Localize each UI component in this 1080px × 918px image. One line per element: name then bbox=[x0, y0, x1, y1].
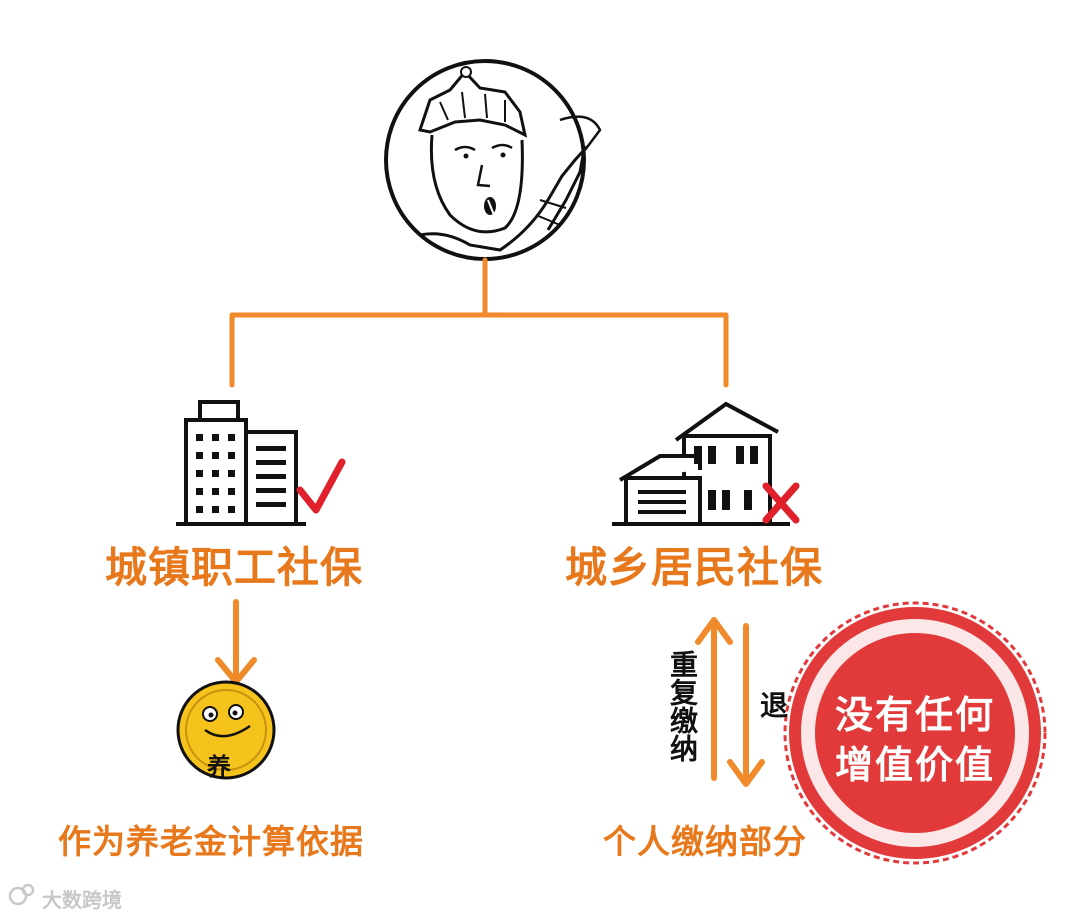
repeat-payment-label: 重复缴纳 bbox=[666, 650, 699, 762]
watermark-logo-icon bbox=[8, 883, 35, 906]
house-icon bbox=[612, 401, 790, 526]
refund-label: 退 bbox=[760, 689, 789, 722]
stamp-seal-icon bbox=[783, 601, 1047, 865]
watermark-text: 大数跨境 bbox=[42, 888, 122, 912]
pension-basis-text: 作为养老金计算依据 bbox=[58, 822, 364, 861]
repay-up-arrow bbox=[695, 617, 733, 781]
office-building-icon bbox=[176, 400, 306, 526]
check-mark-icon bbox=[296, 458, 346, 514]
coin-smiley-icon bbox=[176, 680, 276, 780]
refund-down-arrow bbox=[727, 623, 765, 787]
monk-portrait-icon bbox=[384, 59, 602, 261]
cross-mark-icon bbox=[762, 482, 800, 524]
urban-employee-social-security-title: 城镇职工社保 bbox=[105, 543, 364, 592]
urban-rural-resident-social-security-title: 城乡居民社保 bbox=[565, 543, 824, 592]
stamp-text: 没有任何 增值价值 bbox=[808, 690, 1022, 790]
tree-connector bbox=[229, 257, 729, 388]
coin-character: 养 bbox=[207, 753, 231, 781]
left-down-arrow bbox=[215, 599, 257, 685]
stamp-line-2: 增值价值 bbox=[834, 743, 995, 787]
stamp-line-1: 没有任何 bbox=[834, 693, 995, 737]
personal-contribution-text: 个人缴纳部分 bbox=[603, 822, 807, 861]
